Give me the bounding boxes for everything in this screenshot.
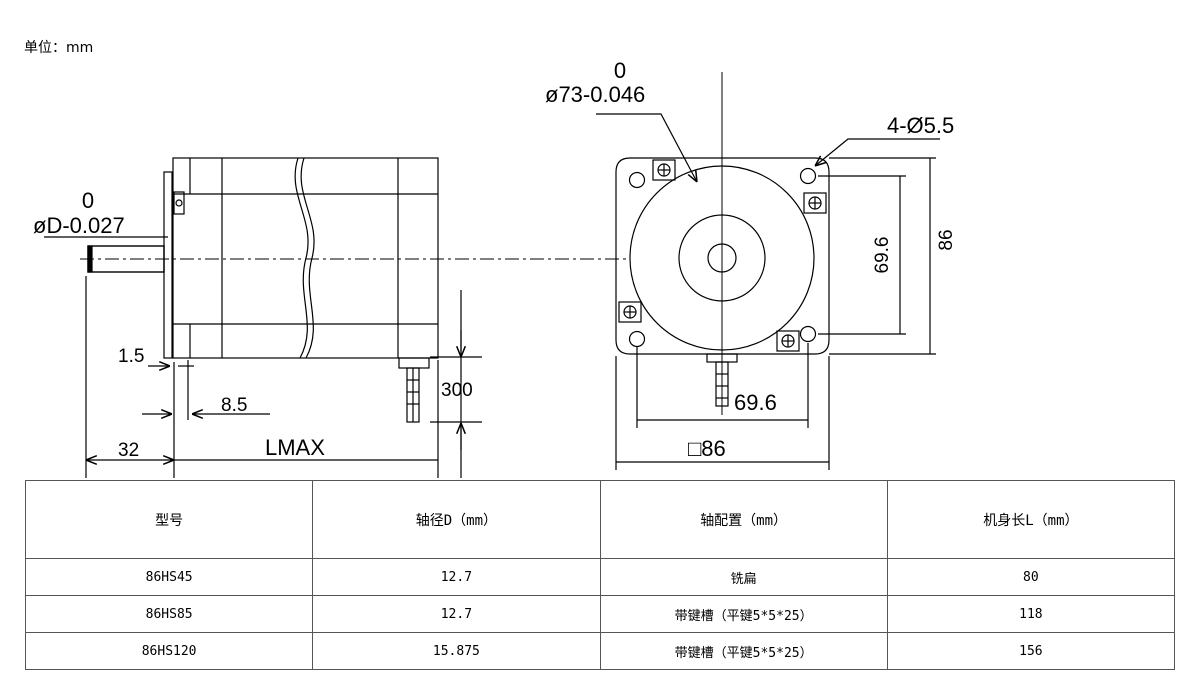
screw-symbol xyxy=(652,159,676,181)
header-model: 型号 xyxy=(24,480,314,559)
front-flange xyxy=(163,171,173,359)
size-v-label: 86 xyxy=(936,229,957,250)
flange-pilot-circle xyxy=(629,165,815,351)
table-row: 86HS120 15.875 带键槽（平键5*5*25） 156 xyxy=(24,632,1176,670)
cell-body-length: 156 xyxy=(886,632,1176,670)
flange-nub xyxy=(173,191,185,215)
dim-flange: 1.5 xyxy=(118,346,144,367)
table-header-row: 型号 轴径D（mm） 轴配置（mm） 机身长L（mm） xyxy=(24,480,1176,559)
header-body-length: 机身长L（mm） xyxy=(886,480,1176,559)
bolt-h-label: 69.6 xyxy=(734,390,777,415)
cell-shaft-diameter: 15.875 xyxy=(312,632,601,670)
flange-nub-hole xyxy=(175,199,183,207)
shaft-tol-upper: 0 xyxy=(82,188,94,213)
table-row: 86HS45 12.7 铣扁 80 xyxy=(24,558,1176,596)
dim-shaft-len: 32 xyxy=(118,440,139,461)
holes-leader xyxy=(815,138,940,166)
pilot-tol-lower: ø73-0.046 xyxy=(545,82,645,107)
unit-label: 单位：mm xyxy=(24,40,94,56)
cell-shaft-config: 带键槽（平键5*5*25） xyxy=(599,632,888,670)
header-shaft-config: 轴配置（mm） xyxy=(599,480,888,559)
holes-label: 4-Ø5.5 xyxy=(887,113,954,138)
cell-model: 86HS120 xyxy=(24,632,314,670)
break-line xyxy=(294,157,309,359)
cell-model: 86HS85 xyxy=(24,595,314,633)
pilot-tol-upper: 0 xyxy=(614,58,626,83)
square-flange xyxy=(615,157,830,355)
motor-dimension-drawing: 0 øD-0.027 1.5 8.5 32 LMAX 300 xyxy=(33,58,957,478)
cell-shaft-config: 带键槽（平键5*5*25） xyxy=(599,595,888,633)
side-view: 0 øD-0.027 1.5 8.5 32 LMAX 300 xyxy=(33,157,630,478)
size-h-label: □86 xyxy=(688,436,726,461)
pilot-leader xyxy=(596,113,697,182)
screw-symbol xyxy=(618,301,642,323)
mounting-hole xyxy=(628,171,646,189)
shaft-circle xyxy=(707,243,737,273)
front-cable-lead xyxy=(715,361,729,407)
mounting-hole xyxy=(799,325,817,343)
dim-lead: 300 xyxy=(441,380,473,401)
hub-circle xyxy=(678,214,766,302)
cell-shaft-diameter: 12.7 xyxy=(312,558,601,596)
screw-symbol xyxy=(776,330,800,352)
mounting-hole xyxy=(799,167,817,185)
mounting-hole xyxy=(628,330,646,348)
cell-model: 86HS45 xyxy=(24,558,314,596)
screw-symbol xyxy=(803,192,827,214)
header-shaft-diameter: 轴径D（mm） xyxy=(312,480,601,559)
cable-plug xyxy=(398,357,430,369)
dim-body-len: LMAX xyxy=(265,435,325,460)
cell-shaft-diameter: 12.7 xyxy=(312,595,601,633)
bolt-v-label: 69.6 xyxy=(872,237,893,274)
front-view: 0 ø73-0.046 4-Ø5.5 69.6 86 69.6 □86 xyxy=(545,58,957,470)
spec-table: 型号 轴径D（mm） 轴配置（mm） 机身长L（mm） 86HS45 12.7 … xyxy=(24,480,1176,670)
shaft-tol-lower: øD-0.027 xyxy=(33,213,125,238)
cell-shaft-config: 铣扁 xyxy=(599,558,888,596)
motor-body xyxy=(172,157,439,359)
cell-body-length: 80 xyxy=(886,558,1176,596)
break-line xyxy=(300,157,315,359)
cell-body-length: 118 xyxy=(886,595,1176,633)
table-row: 86HS85 12.7 带键槽（平键5*5*25） 118 xyxy=(24,595,1176,633)
shaft-tip xyxy=(87,245,93,273)
dim-boss: 8.5 xyxy=(221,395,247,416)
